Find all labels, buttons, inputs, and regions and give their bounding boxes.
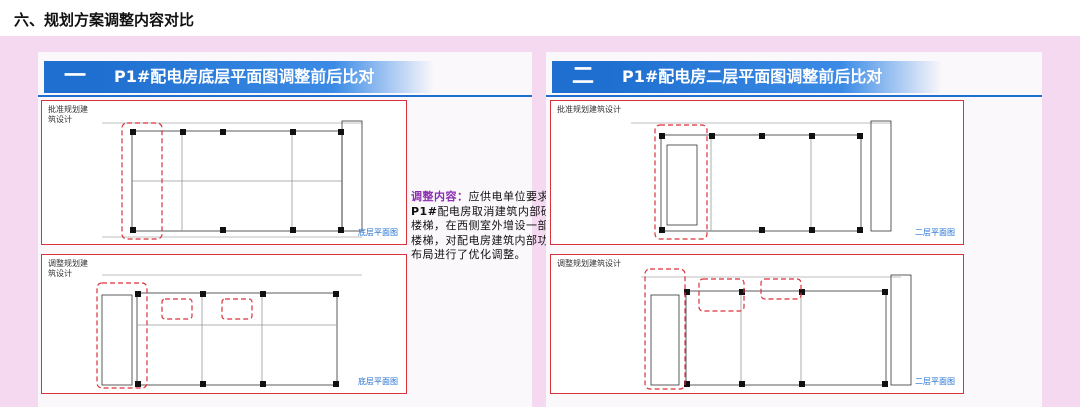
title-bar: 六、规划方案调整内容对比 bbox=[0, 0, 1080, 36]
panel-second-floor: 二 P1#配电房二层平面图调整前后比对 批准规划建筑设计 二层平面图 bbox=[546, 52, 1042, 407]
plan-approved-second: 批准规划建筑设计 二层平面图 bbox=[550, 100, 964, 245]
panel-ground-floor: 一 P1#配电房底层平面图调整前后比对 批准规划建筑设计 底层平面图 bbox=[38, 52, 560, 407]
plan-label: 调整规划建筑设计 bbox=[48, 259, 88, 278]
panel-title: P1#配电房二层平面图调整前后比对 bbox=[608, 61, 942, 93]
plan-label: 批准规划建筑设计 bbox=[557, 105, 621, 114]
floor-plan-drawing bbox=[102, 120, 363, 240]
plan-caption: 二层平面图 bbox=[915, 228, 955, 237]
plan-caption: 二层平面图 bbox=[915, 377, 955, 386]
note-text-1: 应供电单位要求， bbox=[468, 190, 561, 203]
floor-plan-drawing bbox=[631, 120, 892, 240]
plan-approved-ground: 批准规划建筑设计 底层平面图 bbox=[41, 100, 407, 245]
plan-label: 调整规划建筑设计 bbox=[557, 259, 621, 268]
plan-caption: 底层平面图 bbox=[358, 377, 398, 386]
panel-number: 二 bbox=[552, 61, 614, 93]
note-colon: ： bbox=[457, 190, 469, 203]
note-text-2: 配电房取消建筑内部砼楼梯，在西侧室外增设一部钢楼梯，对配电房建筑内部功能布局进行… bbox=[411, 204, 561, 262]
page-title: 六、规划方案调整内容对比 bbox=[14, 11, 195, 29]
note-bold: P1# bbox=[411, 204, 438, 218]
plan-adjusted-second: 调整规划建筑设计 二层平面图 bbox=[550, 254, 964, 394]
plan-label: 批准规划建筑设计 bbox=[48, 105, 88, 124]
panel-number: 一 bbox=[44, 61, 106, 93]
panel-title: P1#配电房底层平面图调整前后比对 bbox=[100, 61, 434, 93]
plan-caption: 底层平面图 bbox=[358, 228, 398, 237]
floor-plan-drawing bbox=[96, 274, 362, 389]
panel-header: 二 P1#配电房二层平面图调整前后比对 bbox=[546, 57, 1042, 97]
plan-adjusted-ground: 调整规划建筑设计 底层平面图 bbox=[41, 254, 407, 394]
adjustment-note: 调整内容：应供电单位要求， P1#配电房取消建筑内部砼楼梯，在西侧室外增设一部钢楼… bbox=[411, 190, 561, 263]
floor-plan-drawing bbox=[641, 268, 912, 390]
panel-header: 一 P1#配电房底层平面图调整前后比对 bbox=[38, 57, 532, 97]
note-heading: 调整内容 bbox=[411, 190, 457, 203]
